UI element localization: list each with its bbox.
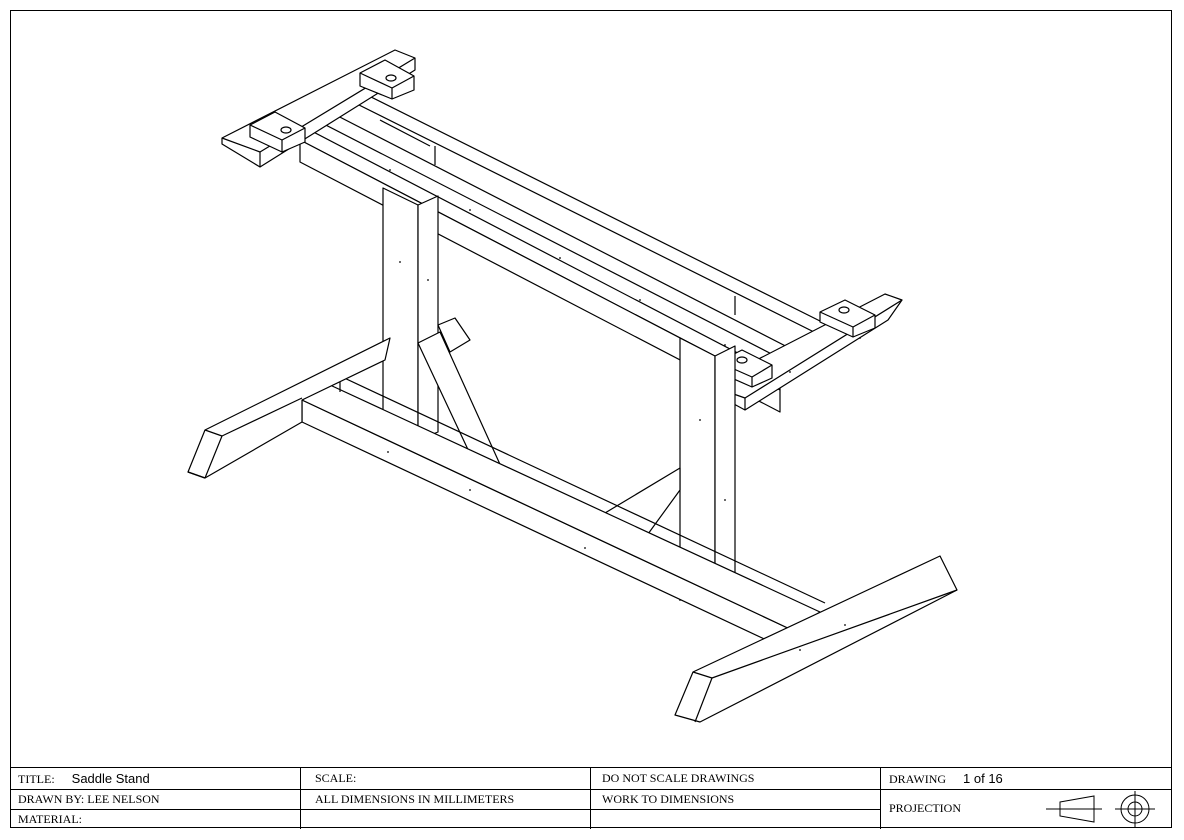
- post-right: [679, 337, 736, 596]
- foot-right: [674, 555, 958, 723]
- saddle-stand-drawing: [187, 49, 958, 723]
- do-not-scale-note: DO NOT SCALE DRAWINGS: [602, 771, 755, 785]
- top-cross-right: [707, 293, 903, 411]
- dimensions-note: ALL DIMENSIONS IN MILLIMETERS: [315, 792, 515, 806]
- title-value: Saddle Stand: [71, 771, 150, 786]
- top-cross-left: [221, 49, 416, 168]
- drawing-sheet: [10, 10, 1172, 828]
- drawing-label: DRAWING: [889, 772, 947, 786]
- drawn-by: DRAWN BY: LEE NELSON: [18, 792, 160, 806]
- post-left: [382, 187, 439, 441]
- material-label: MATERIAL:: [18, 812, 82, 826]
- drawing-number: 1 of 16: [963, 771, 1003, 786]
- scale-label: SCALE:: [315, 771, 357, 785]
- title-field: TITLE: Saddle Stand: [18, 771, 150, 787]
- bottom-rail-front: [301, 384, 821, 653]
- third-angle-projection-icon: [1046, 791, 1155, 827]
- drawing-field: DRAWING 1 of 16: [889, 771, 1003, 787]
- title-label: TITLE:: [18, 772, 55, 786]
- projection-label: PROJECTION: [889, 801, 962, 815]
- work-to-dimensions-note: WORK TO DIMENSIONS: [602, 792, 735, 806]
- title-block: TITLE: Saddle Stand DRAWN BY: LEE NELSON…: [10, 767, 1172, 829]
- foot-left: [187, 337, 391, 479]
